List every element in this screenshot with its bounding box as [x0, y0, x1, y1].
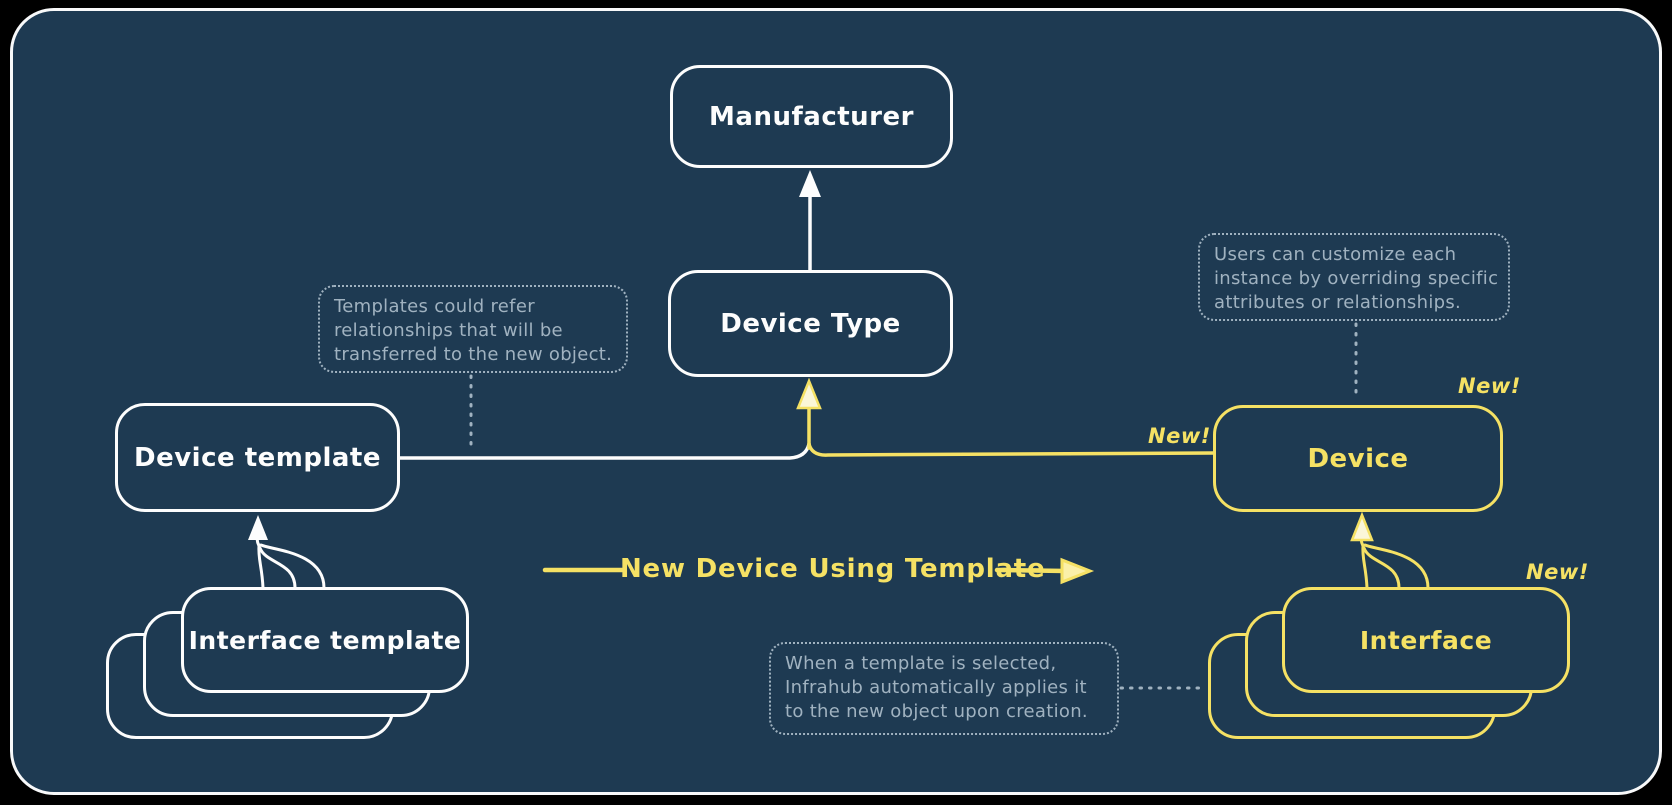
note-customize: Users can customize each instance by ove…: [1198, 233, 1510, 321]
note-templates-line-1: Templates could refer: [334, 296, 535, 317]
node-interface-template: Interface template: [181, 587, 469, 693]
note-templates: Templates could refer relationships that…: [318, 285, 628, 373]
new-badge-device-left: New!: [1148, 424, 1211, 448]
note-applies-line-1: When a template is selected,: [785, 653, 1057, 674]
new-badge-device-top: New!: [1458, 374, 1521, 398]
node-device-template-label: Device template: [134, 442, 381, 473]
node-manufacturer: Manufacturer: [670, 65, 953, 168]
node-device-type-label: Device Type: [720, 308, 901, 339]
note-applies-line-3: to the new object upon creation.: [785, 700, 1088, 722]
flow-arrow-label: New Device Using Template: [620, 554, 1046, 584]
node-interface: Interface: [1282, 587, 1570, 693]
node-manufacturer-label: Manufacturer: [709, 101, 914, 132]
node-interface-label: Interface: [1359, 625, 1493, 655]
note-applies-line-2: Infrahub automatically applies it: [785, 676, 1087, 698]
node-device-type: Device Type: [668, 270, 953, 377]
node-device-template: Device template: [115, 403, 400, 512]
note-templates-line-2: relationships that will be: [334, 319, 563, 341]
node-device: Device: [1213, 405, 1503, 512]
note-customize-line-1: Users can customize each: [1214, 244, 1457, 265]
new-badge-interface: New!: [1526, 560, 1589, 584]
note-customize-line-2: instance by overriding specific: [1214, 267, 1499, 289]
note-applies: When a template is selected, Infrahub au…: [769, 642, 1119, 735]
note-templates-line-3: transferred to the new object.: [334, 343, 613, 365]
note-customize-line-3: attributes or relationships.: [1214, 291, 1462, 313]
node-interface-template-label: Interface template: [188, 625, 462, 655]
node-device-label: Device: [1307, 443, 1409, 474]
